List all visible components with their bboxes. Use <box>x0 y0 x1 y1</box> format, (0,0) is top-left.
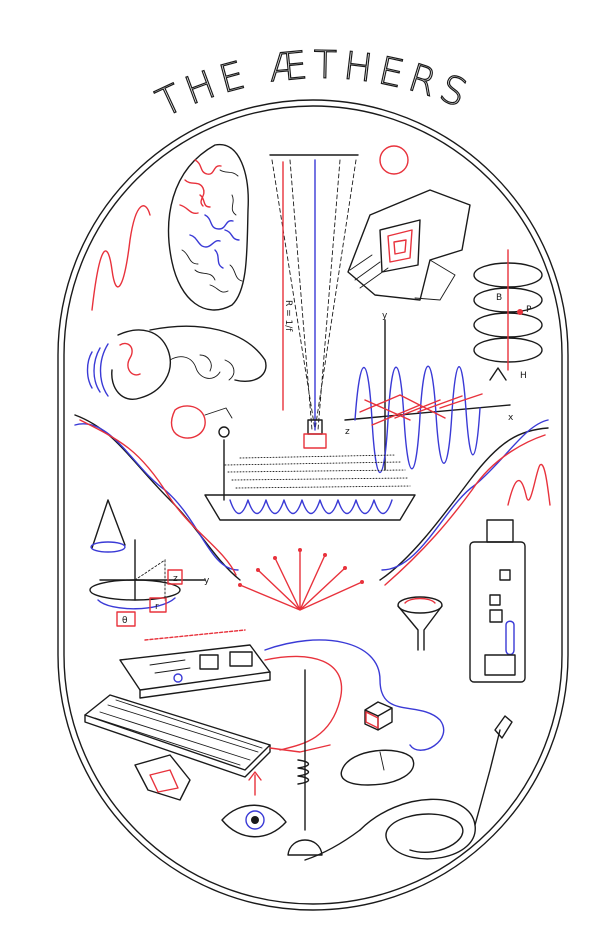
cyl-label-r: r <box>155 602 159 612</box>
cyl-axis-y: y <box>204 576 210 586</box>
wave-axis-y: y <box>382 311 388 321</box>
wave-axis-x: x <box>508 413 514 423</box>
red-squiggle-left <box>91 205 151 311</box>
brain-illustration <box>167 143 249 311</box>
folded-cube-object <box>347 189 471 301</box>
keyboard <box>84 694 331 778</box>
ear-illustration <box>86 325 267 439</box>
noise-field-diagram <box>204 426 416 521</box>
helix-label-h: H <box>520 371 527 381</box>
magnetic-helix-diagram: P B H <box>473 249 543 381</box>
mirror-ray-diagram: R = 1/f <box>269 154 359 449</box>
dna-strand-right <box>379 419 549 586</box>
red-cable <box>264 655 343 751</box>
radiating-arrows <box>238 548 364 611</box>
small-cube <box>364 701 393 731</box>
red-squiggle-right <box>507 463 551 506</box>
blue-cable <box>264 639 445 751</box>
helix-label-p: P <box>526 305 532 315</box>
eye <box>221 771 287 838</box>
usb-dongle-board <box>469 519 526 683</box>
wave-axis-z: z <box>345 427 350 437</box>
poster-title-text: THE ÆTHERS <box>149 42 472 126</box>
helix-label-b: B <box>496 293 502 303</box>
electromagnetic-wave-diagram: y z x <box>344 311 514 473</box>
folded-paper <box>134 754 191 801</box>
funnel-shape <box>397 596 443 651</box>
circuit-board <box>119 629 271 699</box>
cylindrical-coordinates-diagram: r z θ y <box>89 539 210 627</box>
antenna <box>287 669 323 856</box>
mirror-formula-label: R = 1/f <box>283 300 293 332</box>
cyl-label-z: z <box>173 574 178 584</box>
dna-strand-left <box>74 414 241 581</box>
cyl-label-theta: θ <box>122 616 128 626</box>
red-sphere <box>379 145 409 175</box>
cone-shape <box>90 499 126 553</box>
capsule-frame <box>57 99 569 911</box>
computer-mouse <box>340 749 415 786</box>
coiled-cable <box>304 715 513 861</box>
poster-title: THE ÆTHERS <box>150 42 478 125</box>
